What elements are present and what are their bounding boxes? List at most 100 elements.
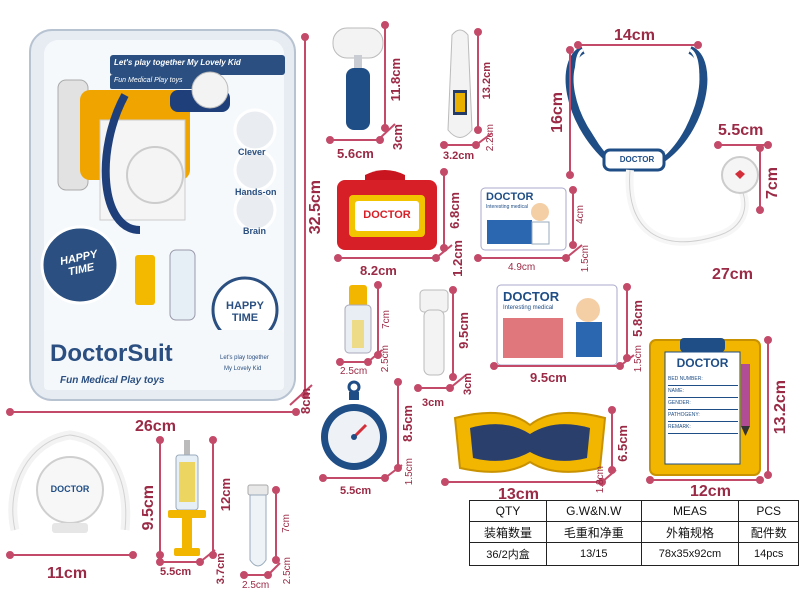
clipboard-graphic: [649, 338, 761, 476]
dim-thermo-w: 3.2cm: [443, 150, 475, 162]
clipboard-logo-text: DOCTOR: [676, 356, 729, 370]
package-banner: Let's play together My Lovely Kid: [114, 58, 241, 67]
dim-syringe-w: 5.5cm: [160, 566, 192, 578]
dim-card2-h: 5.8cm: [630, 300, 645, 337]
dim-pkg-width: 26cm: [135, 418, 176, 435]
spec-header-meas-cn: 外箱规格: [640, 521, 740, 543]
spec-header-qty-cn: 装箱数量: [468, 521, 548, 543]
dim-flash-h: 9.5cm: [456, 312, 471, 349]
package-dimension-lines: [6, 33, 313, 416]
card-dim-lines: [474, 186, 583, 262]
feature-label-hands-on: Hands-on: [235, 187, 277, 197]
bottle-dim-lines: [336, 281, 383, 366]
syringe-dim-lines: [156, 436, 217, 566]
spec-header-pcs: PCS: [738, 500, 799, 522]
dim-syringe-h2: 9.5cm: [140, 485, 157, 531]
dim-card-h: 4cm: [575, 205, 586, 224]
feature-label-brain: Brain: [243, 226, 267, 236]
dim-case-h: 6.8cm: [447, 192, 462, 229]
tube-dim-lines: [240, 486, 281, 579]
package-blister: [29, 29, 296, 401]
dim-bottle-d: 2.5cm: [380, 345, 391, 373]
clipboard-line: NAME:: [668, 386, 738, 398]
stopwatch-graphic: [321, 380, 387, 470]
dim-mask-w: 13cm: [498, 486, 539, 503]
spec-header-weight-cn: 毛重和净重: [546, 521, 642, 543]
dim-flash-w: 3cm: [422, 397, 445, 409]
doctor-card2-sub: Interesting medical: [503, 305, 554, 311]
mirror-dim-lines: [6, 551, 137, 559]
dim-steth-len: 27cm: [712, 266, 753, 283]
spec-header-cn-row: 装箱数量 毛重和净重 外箱规格 配件数: [468, 521, 799, 543]
happy-time-badge-2: HAPPY TIME: [226, 300, 264, 324]
dim-card2-d: 1.5cm: [633, 345, 644, 373]
spec-value-weight: 13/15: [546, 542, 642, 566]
dim-reflex-h: 11.8cm: [388, 58, 403, 102]
stethoscope-graphic: [565, 46, 759, 246]
eye-mask-graphic: [453, 411, 607, 473]
spec-header-en-row: QTY G.W&N.W MEAS PCS: [468, 500, 799, 522]
watch-dim-lines: [319, 378, 403, 482]
stethoscope-logo-text: DOCTOR: [619, 155, 655, 164]
dim-thermo-h: 13.2cm: [481, 62, 493, 100]
doctor-card-sub: Interesting medical: [486, 204, 528, 210]
dim-card-w: 4.9cm: [508, 262, 536, 273]
spec-value-meas: 78x35x92cm: [640, 542, 740, 566]
spec-values-row: 36/2内盒 13/15 78x35x92cm 14pcs: [468, 542, 799, 566]
dim-watch-w: 5.5cm: [340, 485, 372, 497]
reflex-dim-lines: [326, 21, 396, 144]
dim-clip-h: 13.2cm: [772, 380, 789, 435]
dim-card-d: 1.5cm: [580, 245, 591, 273]
dim-watch-d: 1.5cm: [404, 458, 415, 486]
dim-reflex-w: 5.6cm: [337, 146, 374, 161]
dim-flash-d: 3cm: [462, 373, 474, 396]
spec-value-qty: 36/2内盒: [468, 542, 548, 566]
small-label-1: Let's play together: [220, 355, 269, 361]
dim-bottle-w: 2.5cm: [340, 366, 368, 377]
clipboard-line: REMARK:: [668, 422, 738, 434]
dim-watch-h: 8.5cm: [400, 405, 415, 442]
package-subtitle-top: Fun Medical Play toys: [114, 77, 183, 84]
dim-mask-d: 1.8cm: [595, 466, 606, 494]
clipboard-line: PATHOGENY:: [668, 410, 738, 422]
feature-label-clever: Clever: [238, 147, 266, 157]
dim-case-w: 8.2cm: [360, 263, 397, 278]
mirror-logo-text: DOCTOR: [50, 484, 90, 494]
medical-case-graphic: [337, 170, 437, 250]
small-label-2: My Lovely Kid: [224, 366, 262, 372]
dim-bottle-h: 7cm: [381, 310, 392, 329]
dim-mask-h: 6.5cm: [615, 425, 630, 462]
dim-card2-w: 9.5cm: [530, 370, 567, 385]
dim-steth-piece-h: 7cm: [764, 167, 781, 200]
dim-tube-h: 7cm: [281, 514, 292, 533]
flashlight-graphic: [419, 289, 449, 376]
brand-subtitle: Fun Medical Play toys: [60, 375, 165, 386]
dim-case-d: 1.2cm: [450, 240, 465, 277]
dim-mirror-w: 11cm: [47, 565, 88, 582]
mask-dim-lines: [441, 406, 617, 486]
spec-table: QTY G.W&N.W MEAS PCS 装箱数量 毛重和净重 外箱规格 配件数…: [468, 500, 799, 566]
spec-header-weight: G.W&N.W: [546, 500, 642, 522]
test-tube-graphic: [247, 484, 269, 567]
spec-header-meas: MEAS: [640, 500, 740, 522]
thermometer-dim-lines: [440, 28, 493, 149]
dim-thermo-d: 2.2cm: [485, 124, 496, 152]
dim-steth-piece-w: 5.5cm: [718, 122, 764, 139]
reflex-hammer-graphic: [332, 27, 384, 130]
clip-dim-lines: [646, 336, 772, 484]
dim-syringe-h: 12cm: [218, 478, 233, 512]
medicine-bottle-graphic: [344, 285, 372, 354]
doctor-card-title: DOCTOR: [486, 191, 534, 203]
doctor-card-graphic: [480, 187, 567, 251]
dim-steth-h: 16cm: [549, 92, 566, 133]
brand-title: DoctorSuit: [50, 340, 173, 367]
dim-tube-d: 2.5cm: [282, 557, 293, 585]
spec-header-pcs-cn: 配件数: [738, 521, 799, 543]
syringe-graphic: [168, 440, 206, 556]
dim-syringe-d: 3.7cm: [215, 553, 227, 585]
flashlight-dim-lines: [414, 286, 467, 392]
spec-header-qty: QTY: [468, 500, 548, 522]
case-dim-lines: [334, 168, 453, 262]
clipboard-line: BED NUMBER:: [668, 374, 738, 386]
